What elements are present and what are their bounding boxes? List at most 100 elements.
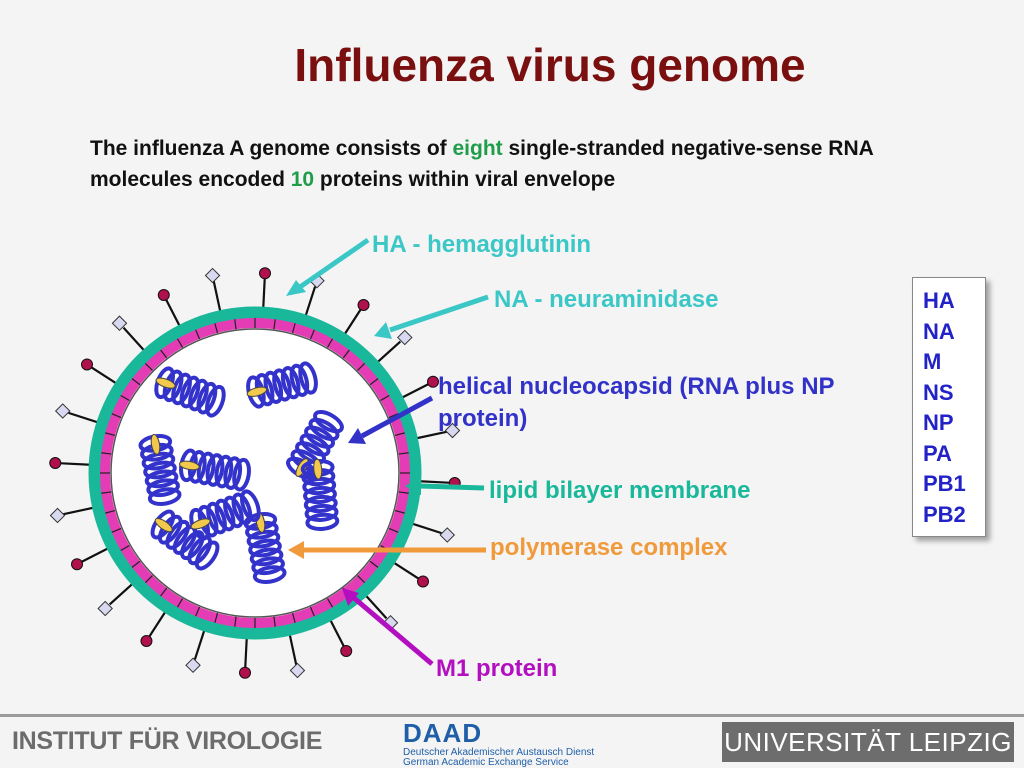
m1-tick xyxy=(131,378,141,386)
m1-tick xyxy=(214,323,219,334)
m1-tick xyxy=(111,527,122,533)
m1-tick xyxy=(176,338,184,348)
surface-spikes xyxy=(49,267,461,679)
ha-spike xyxy=(258,267,271,280)
intro-text: The influenza A genome consists of eight… xyxy=(90,137,873,191)
capsid-coil xyxy=(194,540,220,571)
capsid-coil xyxy=(223,495,244,529)
m1-tick xyxy=(176,598,184,608)
na-spike xyxy=(439,527,456,543)
rna-segment xyxy=(154,366,226,418)
m1-tick xyxy=(195,329,201,340)
page-title: Influenza virus genome xyxy=(294,39,806,91)
nucleocapsid-arrow xyxy=(348,395,434,444)
polymerase-arrow xyxy=(288,541,486,559)
m1-tick xyxy=(369,560,379,568)
rna-segment xyxy=(246,361,318,409)
capsid-coil xyxy=(304,503,339,523)
ha-spike xyxy=(49,457,62,470)
m1-tick xyxy=(195,606,201,617)
capsid-coil xyxy=(308,417,340,442)
capsid-coil xyxy=(289,363,310,397)
capsid-coil xyxy=(299,433,331,457)
m1-tick xyxy=(369,378,379,386)
capsid-coil xyxy=(303,485,337,505)
capsid-coil xyxy=(251,556,285,576)
gene-item: NP xyxy=(923,410,954,435)
capsid-coil xyxy=(214,498,236,532)
na-spike xyxy=(397,329,413,346)
polymerase-disk xyxy=(246,386,268,397)
m1-arrow xyxy=(342,588,434,666)
capsid-coil xyxy=(143,460,177,480)
m1-tick xyxy=(105,509,116,514)
m1-tick xyxy=(394,509,405,514)
capsid-coil xyxy=(223,456,243,490)
m1-tick xyxy=(144,362,153,371)
capsid-coil xyxy=(249,547,284,567)
m1-tick xyxy=(214,612,219,623)
m1-tick xyxy=(398,491,409,494)
m1-tick xyxy=(398,452,409,455)
gene-item: NA xyxy=(923,318,955,344)
capsid-coil xyxy=(214,454,234,489)
na-spike xyxy=(111,315,128,331)
capsid-coil xyxy=(144,469,179,489)
m1-tick xyxy=(234,616,237,627)
footer-divider xyxy=(0,714,1024,717)
m1-tick xyxy=(291,323,296,334)
polymerase-disk xyxy=(154,517,173,533)
ha-spike xyxy=(357,299,370,312)
m1-tick xyxy=(342,349,350,359)
ha-spike xyxy=(416,575,429,588)
gene-item: HA xyxy=(923,288,955,313)
ha-spike xyxy=(340,644,353,657)
m1-tick xyxy=(291,612,296,623)
m1-tick xyxy=(309,606,315,617)
capsid-coil xyxy=(188,378,209,412)
m1-tick xyxy=(273,319,276,330)
label-m1: M1 protein xyxy=(436,655,558,682)
ha-spike xyxy=(81,358,94,371)
gene-item: M xyxy=(923,349,942,374)
gene-item: PB1 xyxy=(923,471,966,496)
capsid-coil xyxy=(280,366,301,400)
na-spike xyxy=(204,267,221,284)
m1-tick xyxy=(273,616,276,627)
ha-spike xyxy=(140,634,153,647)
gene-item: PB2 xyxy=(923,501,966,527)
capsid-coil xyxy=(179,375,201,409)
m1-tick xyxy=(120,394,130,402)
capsid-coil xyxy=(187,535,213,566)
capsid-coil xyxy=(180,530,205,561)
m1-tick xyxy=(131,560,141,568)
m1-tick xyxy=(144,575,153,584)
m1-tick xyxy=(388,413,399,419)
ha-arrow xyxy=(286,237,370,296)
na-spike xyxy=(185,657,201,674)
label-nucleocapsid: helical nucleocapsid (RNA plus NP protei… xyxy=(438,373,835,432)
m1-tick xyxy=(101,452,112,455)
capsid-coil xyxy=(304,425,335,449)
na-spike xyxy=(97,600,113,617)
m1-tick xyxy=(309,329,315,340)
lipid-bilayer xyxy=(88,306,422,640)
m1-tick xyxy=(160,587,168,597)
rna-segment xyxy=(243,512,287,584)
na-spike xyxy=(444,422,461,439)
m1-tick xyxy=(380,394,390,402)
gene-item: NS xyxy=(923,379,954,405)
label-ha: HA - hemagglutinin xyxy=(372,231,592,258)
capsid-coil xyxy=(303,494,338,514)
capsid-coil xyxy=(165,519,190,550)
m1-tick xyxy=(160,349,168,359)
m1-tick xyxy=(394,432,405,437)
membrane-arrow xyxy=(405,477,485,495)
label-polymerase: polymerase complex xyxy=(490,534,728,561)
polymerase-disk xyxy=(313,458,323,480)
capsid-coil xyxy=(146,478,180,498)
rna-segment xyxy=(300,458,340,531)
capsid-coil xyxy=(240,489,261,523)
m1-tick xyxy=(234,319,237,330)
capsid-coil xyxy=(205,453,225,487)
